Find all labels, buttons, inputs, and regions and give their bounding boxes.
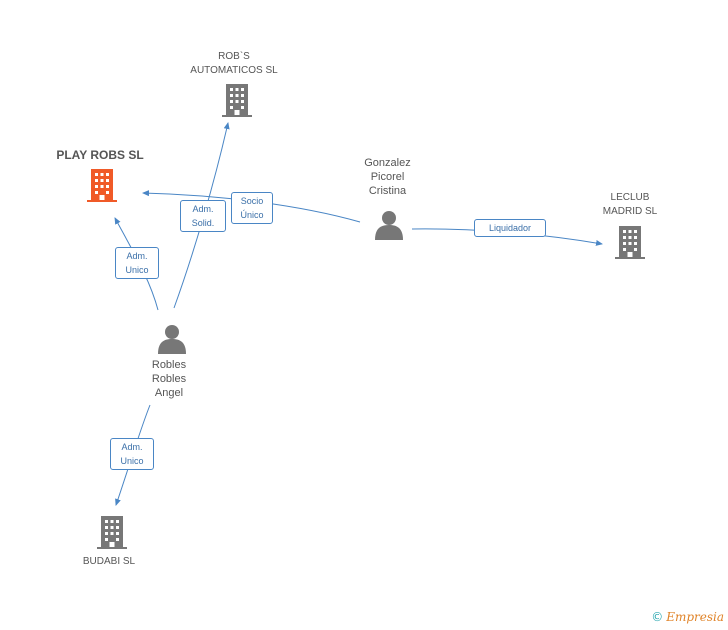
person-name-line: Robles [151,373,187,385]
edge-label-line: Adm. [121,442,143,452]
brand-name: Empresia [666,610,724,624]
empresia-logo[interactable]: ©Empresia [651,610,724,624]
building-icon-play-robs[interactable] [87,169,117,202]
person-label-robles[interactable]: Robles Robles Angel [128,358,210,400]
person-label-gonzalez[interactable]: Gonzalez Picorel Cristina [345,156,430,198]
person-icon-gonzalez[interactable] [375,211,403,240]
edge-label-line: Socio [240,196,264,206]
person-name-line: Picorel [370,171,405,183]
person-name-line: Cristina [368,185,407,197]
company-name-line: MADRID SL [602,206,658,217]
person-name-line: Robles [151,359,187,371]
edge-label-line: Adm. [126,251,148,261]
person-name-line: Gonzalez [364,157,411,169]
edge-label-line: Liquidador [488,223,532,233]
person-icon-robles[interactable] [158,325,186,354]
edge-label-line: Unico [120,456,144,466]
company-name-line: ROB`S [218,51,250,62]
person-name-line: Angel [154,387,184,399]
company-name: BUDABI SL [82,556,136,567]
company-name: PLAY ROBS SL [56,148,144,162]
company-label-leclub[interactable]: LECLUB MADRID SL [588,191,672,219]
edge-label-adm-unico-play-robs[interactable]: Adm. Unico [115,247,159,279]
company-label-budabi[interactable]: BUDABI SL [68,555,150,569]
edge-label-liquidador[interactable]: Liquidador [474,219,546,237]
edge-label-line: Unico [125,265,149,275]
edge-label-line: Adm. [192,204,214,214]
company-name-line: AUTOMATICOS SL [190,65,278,76]
company-name-line: LECLUB [610,192,650,203]
building-icon-robs-automaticos[interactable] [222,84,252,117]
copyright-icon: © [651,610,664,624]
company-label-robs-automaticos[interactable]: ROB`S AUTOMATICOS SL [178,50,290,78]
edge-label-socio-unico[interactable]: Socio Único [231,192,273,224]
company-label-play-robs[interactable]: PLAY ROBS SL [45,148,155,162]
building-icon-leclub[interactable] [615,226,645,259]
edge-label-adm-unico-budabi[interactable]: Adm. Unico [110,438,154,470]
edge-label-adm-solid[interactable]: Adm. Solid. [180,200,226,232]
building-icon-budabi[interactable] [97,516,127,549]
edge-label-line: Solid. [191,218,215,228]
edge-label-line: Único [240,210,264,220]
